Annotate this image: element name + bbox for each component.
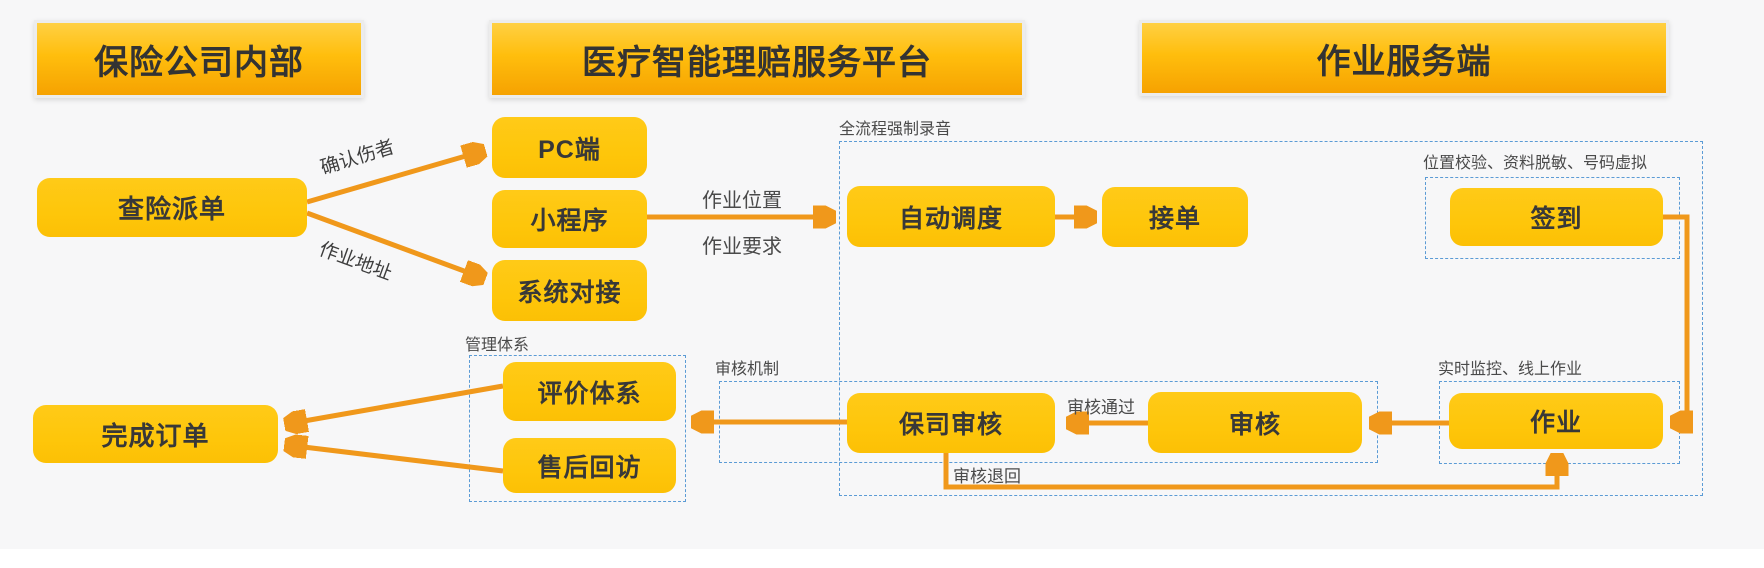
label-operation-features: 实时监控、线上作业 (1438, 361, 1583, 378)
node-complete-order: 完成订单 (33, 405, 278, 463)
label-management-system: 管理体系 (465, 337, 530, 354)
group-full-recording-box (839, 141, 1703, 496)
group-management-system-box (469, 355, 686, 502)
label-full-recording: 全流程强制录音 (839, 121, 952, 138)
header-service-side: 作业服务端 (1139, 20, 1669, 96)
node-check-in: 签到 (1450, 188, 1663, 246)
label-work-requirements: 作业要求 (702, 236, 782, 258)
label-work-address: 作业地址 (316, 239, 395, 285)
node-review: 审核 (1148, 392, 1362, 453)
header-insurance-internal: 保险公司内部 (34, 20, 364, 98)
bottom-white-strip (0, 549, 1764, 568)
node-auto-dispatch: 自动调度 (847, 186, 1055, 247)
label-confirm-injured: 确认伤者 (318, 136, 398, 180)
node-evaluation-system: 评价体系 (503, 362, 676, 421)
label-review-mechanism: 审核机制 (715, 361, 780, 378)
node-operation: 作业 (1449, 393, 1663, 449)
label-review-passed: 审核通过 (1067, 398, 1135, 417)
node-insurer-review: 保司审核 (847, 393, 1055, 453)
node-dispatch: 查险派单 (37, 178, 307, 237)
label-checkin-features: 位置校验、资料脱敏、号码虚拟 (1423, 155, 1648, 172)
node-accept-order: 接单 (1102, 187, 1248, 247)
header-platform: 医疗智能理赔服务平台 (489, 20, 1025, 98)
node-pc: PC端 (492, 117, 647, 178)
node-miniprogram: 小程序 (492, 190, 647, 248)
node-system-integration: 系统对接 (492, 260, 647, 321)
label-work-location: 作业位置 (702, 190, 782, 212)
label-review-returned: 审核退回 (953, 467, 1021, 486)
node-after-sales: 售后回访 (503, 438, 676, 493)
